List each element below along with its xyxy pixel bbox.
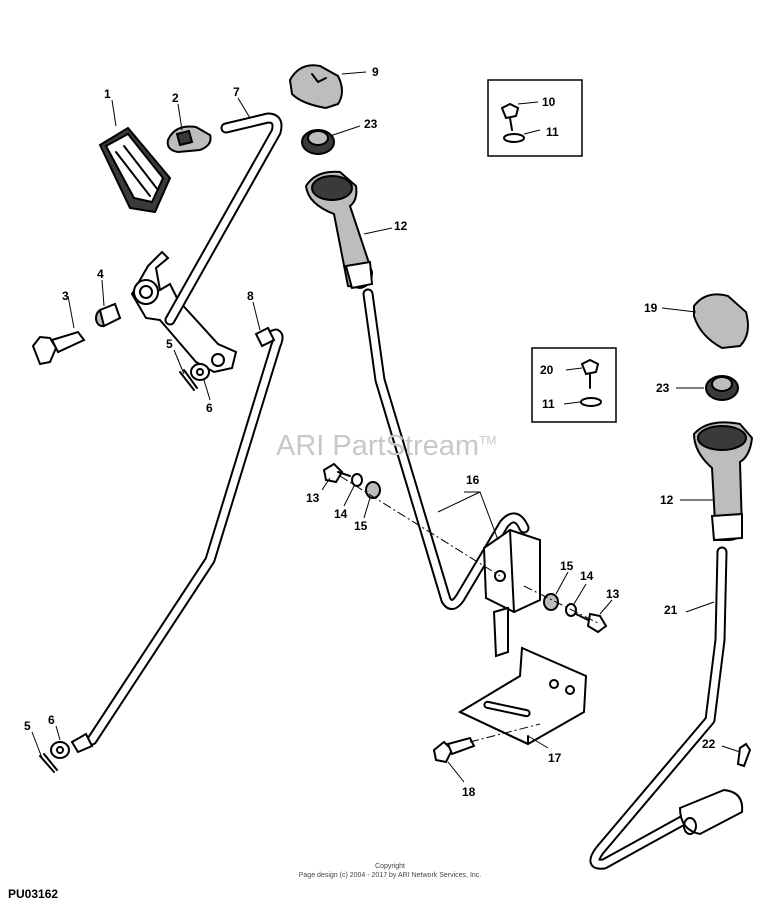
inset-box-top [487,79,583,157]
part-22-pin[interactable] [736,742,752,768]
callout-15a: 15 [354,519,368,533]
callout-2: 2 [172,91,179,105]
watermark: ARI PartStreamTM [276,430,496,463]
part-11-washer-inset-middle[interactable] [580,397,602,407]
part-2-knob[interactable] [166,125,212,154]
callout-5a: 5 [166,337,173,351]
part-12-shift-handle-right[interactable] [692,421,754,542]
rod-end-grip[interactable] [678,788,744,836]
callout-16: 16 [466,473,480,487]
part-7-pedal-rod[interactable] [164,112,283,326]
watermark-text: ARI PartStream [276,430,480,462]
copyright-line-1: Copyright [375,863,405,870]
assembly-line-left [339,475,501,577]
part-15-spacer-left[interactable] [365,481,381,499]
part-20-bolt-inset[interactable] [580,358,600,389]
callout-23a: 23 [364,117,378,131]
callout-19: 19 [644,301,658,315]
callout-14a: 14 [334,507,348,521]
callout-6a: 6 [206,401,213,415]
callout-17: 17 [548,751,562,765]
callout-6b: 6 [48,713,55,727]
part-4-bushing[interactable] [95,302,122,328]
part-5-cotter-pin-upper[interactable] [179,369,198,391]
part-11-washer-inset-top[interactable] [503,133,525,143]
callout-1: 1 [104,87,111,101]
callout-15b: 15 [560,559,574,573]
assembly-line-bottom [469,723,541,743]
part-8-control-rod[interactable] [70,326,284,754]
part-13-bolt-right[interactable] [575,612,608,634]
callout-11b: 11 [542,397,555,411]
inset-box-middle [531,347,617,423]
callout-labels: 1 2 3 4 5 6 7 8 9 23 12 10 11 20 11 19 2… [24,65,716,799]
part-5-cotter-pin-lower[interactable] [39,753,58,773]
part-6-washer-upper[interactable] [190,363,210,381]
callout-13a: 13 [306,491,320,505]
copyright-line-2: Page design (c) 2004 - 2017 by ARI Netwo… [298,872,482,879]
part-23-nut-center[interactable] [301,129,335,155]
part-10-bolt-inset[interactable] [500,102,520,131]
callout-9: 9 [372,65,379,79]
callout-23b: 23 [656,381,670,395]
part-21-shift-rod[interactable] [589,546,728,870]
part-16-shift-rod[interactable] [362,288,530,610]
callout-7: 7 [233,85,240,99]
callout-21: 21 [664,603,678,617]
part-17-mounting-plate[interactable] [457,646,588,746]
figure-id: PU03162 [8,887,59,901]
part-12-shift-handle-center[interactable] [304,170,374,290]
part-23-nut-right[interactable] [705,375,739,401]
copyright-notice: Copyright Page design (c) 2004 - 2017 by… [0,862,780,880]
part-6-washer-lower[interactable] [50,741,70,759]
part-18-bolt[interactable] [432,736,476,764]
part-9-shift-knob-cap[interactable] [288,64,343,110]
pedal-lever[interactable] [130,250,238,374]
part-19-knob-cap[interactable] [693,293,749,350]
shift-bracket-block[interactable] [482,528,541,658]
part-14-lockwasher-left[interactable] [351,473,363,487]
callout-5b: 5 [24,719,31,733]
part-13-bolt-left[interactable] [322,462,351,484]
callout-10: 10 [542,95,556,109]
callout-12b: 12 [660,493,674,507]
callout-3: 3 [62,289,69,303]
callout-12a: 12 [394,219,408,233]
part-15-spacer-right[interactable] [543,593,559,611]
callout-4: 4 [97,267,104,281]
leader-lines [31,71,741,783]
callout-14b: 14 [580,569,594,583]
part-3-shoulder-bolt[interactable] [31,330,86,366]
assembly-line-right [523,585,601,625]
watermark-tm: TM [479,433,497,448]
callout-18: 18 [462,785,476,799]
callout-11a: 11 [546,125,559,139]
callout-22: 22 [702,737,716,751]
callout-8: 8 [247,289,254,303]
callout-13b: 13 [606,587,620,601]
callout-20: 20 [540,363,554,377]
part-1-pedal-pad[interactable] [98,126,172,214]
